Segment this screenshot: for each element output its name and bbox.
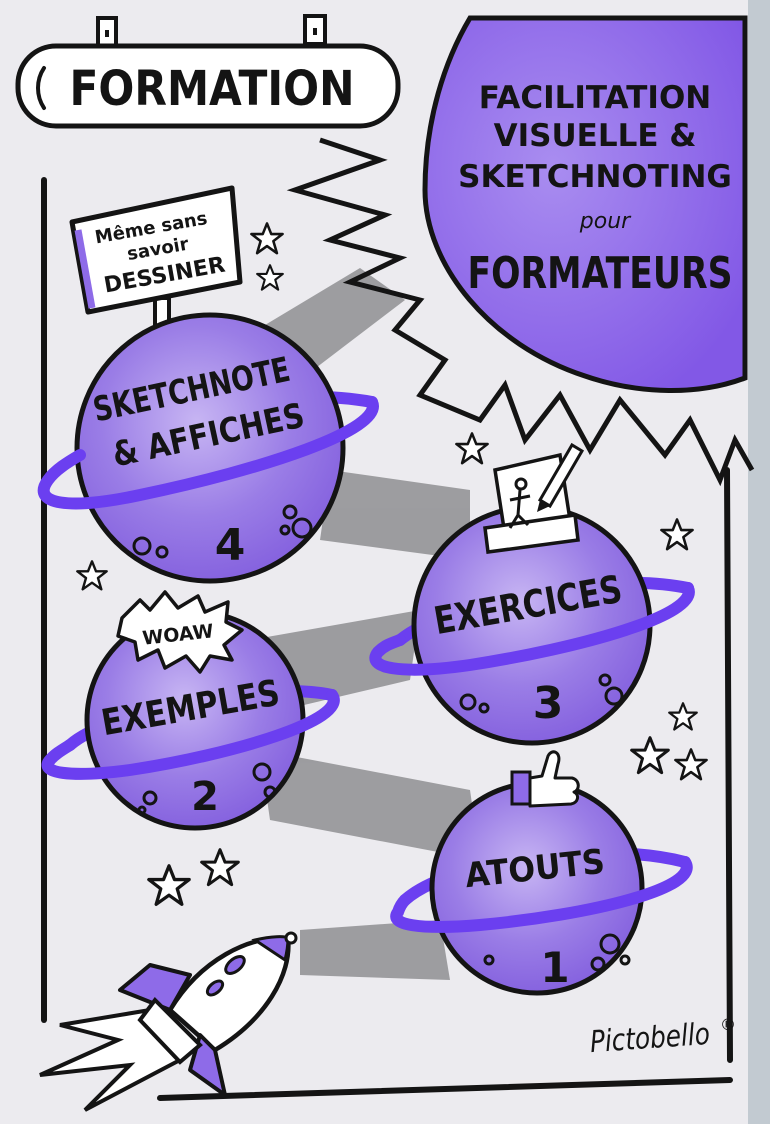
- planet-4-body: [74, 312, 346, 584]
- headline-line-1: FACILITATION: [479, 80, 712, 116]
- headline-circle: [422, 15, 748, 393]
- headline-line-2: VISUELLE &: [494, 118, 697, 154]
- signature-mark: ®: [720, 1015, 736, 1034]
- banner-mark: [36, 66, 46, 110]
- frame-bottom-line: [157, 1077, 733, 1101]
- frame-right-line: [724, 467, 733, 1063]
- planet-1-number: 1: [540, 943, 569, 992]
- planet-3: EXERCICES 3: [369, 504, 695, 746]
- planet-3-number: 3: [533, 678, 564, 729]
- planet-2-number: 2: [191, 774, 219, 820]
- signature: Pictobello ®: [589, 1015, 736, 1060]
- headline-line-5: FORMATEURS: [468, 248, 733, 299]
- planet-3-craters: [459, 673, 624, 714]
- planet-2: EXEMPLES 2 WOAW: [41, 590, 340, 831]
- planet-1-craters: [483, 933, 631, 972]
- sign-board: [69, 185, 243, 315]
- banner-hook-right: [303, 14, 327, 46]
- planet-1: ATOUTS 1: [390, 780, 693, 996]
- banner-board: [15, 43, 401, 129]
- paper-edge: [748, 0, 770, 1124]
- planet-3-ring-front: [369, 582, 695, 676]
- sign: Même sans savoir DESSINER: [69, 185, 243, 350]
- signature-text: Pictobello: [589, 1017, 711, 1060]
- planet-4: SKETCHNOTE & AFFICHES 4: [37, 312, 379, 584]
- planet-2-craters: [137, 762, 277, 815]
- sign-accent: [74, 229, 96, 309]
- headline-line-3: SKETCHNOTING: [458, 159, 732, 195]
- scroll-pencil-icon: [483, 442, 585, 554]
- zigzag-line: [286, 137, 755, 487]
- planet-4-ring-front: [37, 396, 379, 510]
- thumbs-up-icon: [510, 750, 580, 808]
- banner-hook-left: [96, 16, 118, 48]
- planet-1-ring-front: [390, 856, 693, 933]
- rocket-icon: [39, 931, 298, 1112]
- formation-banner: FORMATION: [15, 14, 401, 129]
- planet-2-ring-front: [41, 689, 340, 780]
- planet-4-number: 4: [215, 520, 246, 571]
- headline-line-4: pour: [579, 209, 632, 234]
- headline: FACILITATION VISUELLE & SKETCHNOTING pou…: [458, 80, 732, 299]
- planet-4-craters: [132, 504, 313, 559]
- banner-title: FORMATION: [70, 61, 355, 117]
- woaw-burst: [116, 590, 244, 674]
